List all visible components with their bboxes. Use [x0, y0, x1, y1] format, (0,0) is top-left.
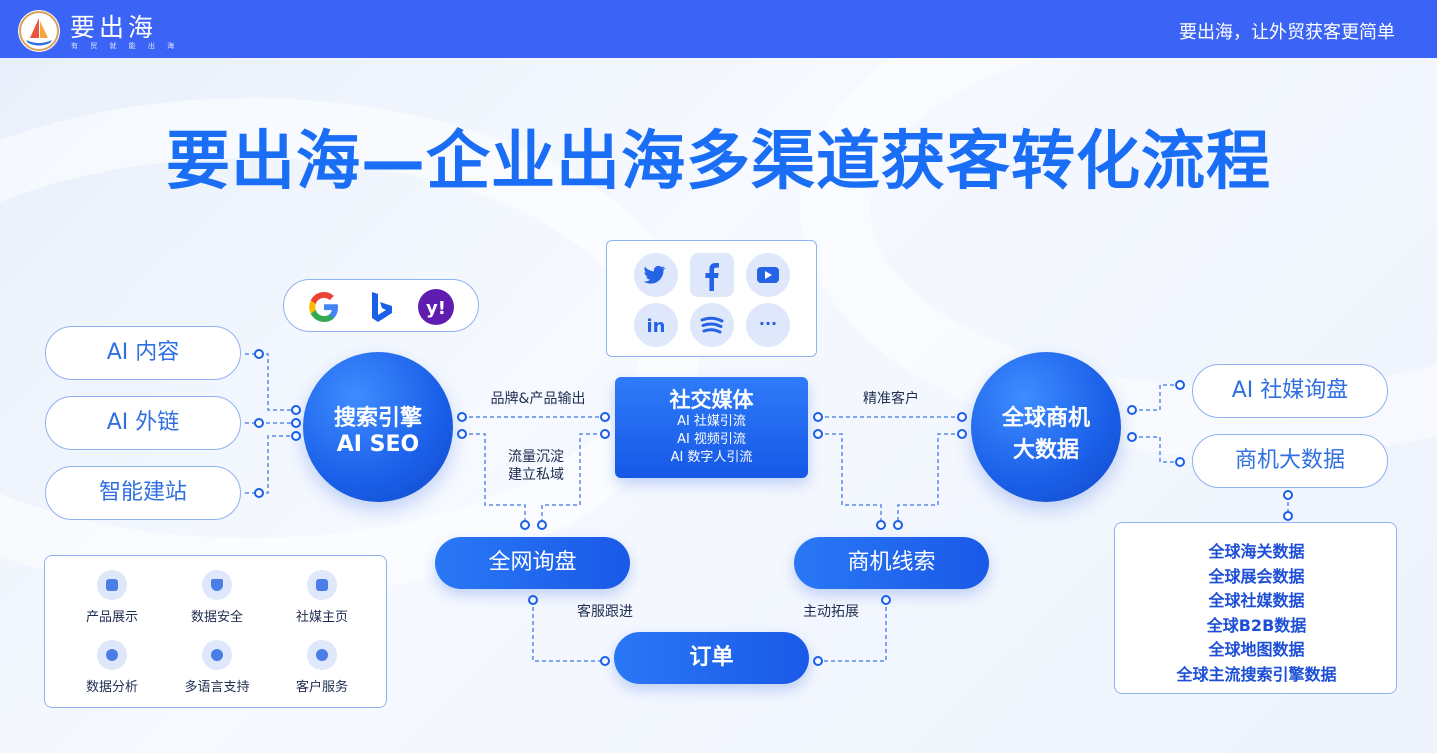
node-search-engine-line2: AI SEO [336, 432, 420, 457]
search-brands-box: y! [283, 279, 479, 332]
analytics-icon [97, 640, 127, 670]
user-icon [307, 640, 337, 670]
label-traffic-2: 建立私域 [508, 467, 564, 483]
node-order: 订单 [614, 632, 809, 684]
youtube-icon [746, 253, 790, 297]
more-icon: ··· [746, 303, 790, 347]
facebook-icon [690, 253, 734, 297]
logo-icon [18, 10, 60, 52]
node-social-item: AI 视频引流 [677, 432, 746, 447]
site-features-box: 产品展示 数据安全 社媒主页 数据分析 多语言支持 客户服务 [44, 555, 387, 708]
spotify-icon [690, 303, 734, 347]
google-icon [306, 289, 342, 325]
header-bar: 要出海 有 贸 就 能 出 海 要出海，让外贸获客更简单 [0, 0, 1437, 58]
feature-item: 数据分析 [67, 640, 157, 695]
pill-smart-site: 智能建站 [45, 466, 241, 520]
page-title: 要出海—企业出海多渠道获客转化流程 [166, 125, 1271, 199]
data-item: 全球主流搜索引擎数据 [1176, 665, 1337, 684]
node-search-engine: 搜索引擎 AI SEO [303, 352, 453, 502]
box-icon [97, 570, 127, 600]
feature-item: 社媒主页 [277, 570, 367, 625]
twitter-icon [634, 253, 678, 297]
label-brand-output: 品牌&产品输出 [490, 391, 586, 407]
node-social-title: 社交媒体 [669, 388, 754, 412]
label-service-followup: 客服跟进 [577, 604, 633, 620]
globe-icon [202, 640, 232, 670]
logo-subtitle: 有 贸 就 能 出 海 [71, 42, 180, 50]
pill-ai-content: AI 内容 [45, 326, 241, 380]
node-social-item: AI 数字人引流 [670, 450, 753, 465]
svg-text:y!: y! [426, 298, 446, 319]
node-social-item: AI 社媒引流 [677, 414, 746, 429]
label-precise-customer: 精准客户 [863, 391, 919, 407]
node-bigdata-line2: 大数据 [1012, 438, 1079, 463]
home-icon [307, 570, 337, 600]
node-global-bigdata: 全球商机 大数据 [971, 352, 1121, 502]
svg-text:in: in [647, 316, 666, 337]
feature-item: 产品展示 [67, 570, 157, 625]
data-item: 全球地图数据 [1208, 640, 1305, 659]
social-icons-box: in ··· [606, 240, 817, 357]
feature-item: 多语言支持 [172, 640, 262, 695]
pill-opportunity-data: 商机大数据 [1192, 434, 1388, 488]
label-traffic-1: 流量沉淀 [508, 449, 564, 465]
pill-ai-backlinks: AI 外链 [45, 396, 241, 450]
data-item: 全球B2B数据 [1206, 616, 1307, 635]
label-active-expand: 主动拓展 [803, 604, 859, 620]
shield-icon [202, 570, 232, 600]
feature-item: 客户服务 [277, 640, 367, 695]
yahoo-icon: y! [418, 289, 454, 325]
bing-icon [364, 289, 400, 325]
global-data-box: 全球海关数据 全球展会数据 全球社媒数据 全球B2B数据 全球地图数据 全球主流… [1114, 522, 1397, 694]
feature-item: 数据安全 [172, 570, 262, 625]
node-bigdata-line1: 全球商机 [1001, 406, 1090, 431]
data-item: 全球海关数据 [1208, 542, 1305, 561]
data-item: 全球社媒数据 [1208, 591, 1305, 610]
linkedin-icon: in [634, 303, 678, 347]
logo-title: 要出海 [70, 13, 158, 42]
slogan: 要出海，让外贸获客更简单 [1179, 22, 1395, 43]
pill-ai-social-inquiry: AI 社媒询盘 [1192, 364, 1388, 418]
node-leads: 商机线索 [794, 537, 989, 589]
node-search-engine-line1: 搜索引擎 [333, 406, 422, 431]
node-social-media: 社交媒体 AI 社媒引流 AI 视频引流 AI 数字人引流 [615, 377, 808, 478]
node-inquiry: 全网询盘 [435, 537, 630, 589]
data-item: 全球展会数据 [1208, 567, 1305, 586]
